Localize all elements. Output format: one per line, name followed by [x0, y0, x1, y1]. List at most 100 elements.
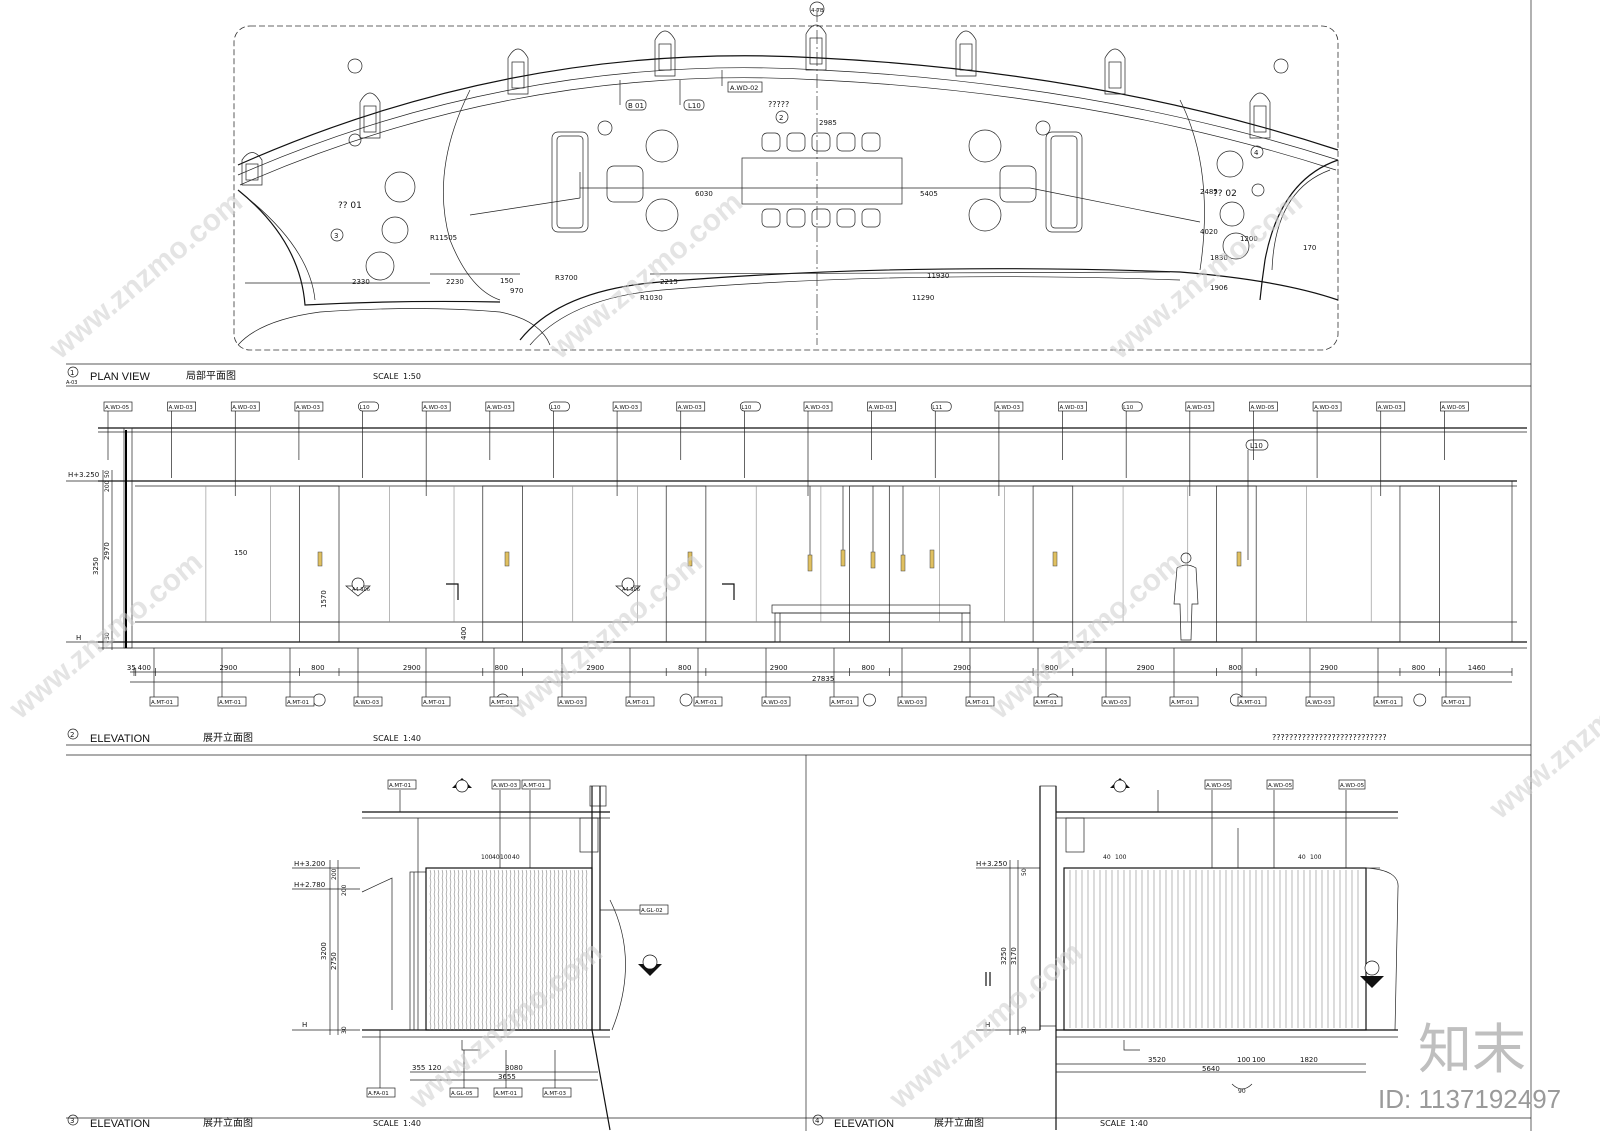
texture-line [465, 869, 468, 1031]
svg-text:A.MT-01: A.MT-01 [967, 700, 989, 706]
svg-text:2: 2 [779, 114, 783, 122]
plan-dim: 2230 [446, 278, 464, 286]
room-label-1: ?? 01 [338, 201, 362, 211]
svg-text:ELEVATION: ELEVATION [90, 733, 150, 745]
material-tag: A.WD-03 [1376, 401, 1406, 496]
svg-text:A.WD-05: A.WD-05 [1250, 405, 1275, 411]
texture-line [533, 869, 536, 1031]
sofa-right [1045, 131, 1083, 233]
elev3-tag: A.MT-01 [387, 779, 417, 790]
svg-text:L10: L10 [360, 405, 371, 411]
material-tag: A.MT-01 [965, 648, 995, 707]
room-label-2: ?? 02 [1213, 189, 1237, 199]
section-marker: 4 [1250, 145, 1264, 159]
elev4-dim: 5640 [1202, 1065, 1220, 1073]
dining-table [741, 157, 903, 205]
elev3-dim: 100 [500, 854, 512, 861]
svg-text:L10: L10 [1123, 405, 1134, 411]
elev4-dim: 3520 [1148, 1056, 1166, 1064]
svg-text:H: H [302, 1021, 307, 1029]
texture-line [441, 869, 444, 1031]
total-dim: 27835 [812, 675, 834, 683]
elev3-dim: 120 [428, 1064, 441, 1072]
plan-dim: 1830 [1210, 254, 1228, 262]
svg-text:A.WD-05: A.WD-05 [1340, 783, 1365, 789]
watermark-layer: www.znzmo.com www.znzmo.com www.znzmo.co… [3, 185, 1600, 1116]
svg-text:4: 4 [815, 1117, 820, 1125]
texture-line [537, 869, 540, 1031]
title-plan-cn: 局部平面图 [186, 369, 236, 382]
material-tag: A.WD-05 [103, 401, 133, 460]
svg-text:A.WD-03: A.WD-03 [1378, 405, 1403, 411]
material-tag: A.WD-03 [557, 648, 587, 707]
title-elevation-2: 2 ELEVATION 展开立面图 SCALE 1:40 ???????????… [67, 728, 1387, 745]
bay-dim: 2900 [953, 664, 971, 672]
grid-bubble [1273, 58, 1289, 74]
elev4-tag: A.WD-05 [1204, 779, 1232, 790]
plan-dim: 170 [1303, 244, 1316, 252]
svg-text:2750: 2750 [330, 952, 338, 970]
plan-question-marks: ????? [768, 100, 789, 109]
sofa-left [551, 131, 589, 233]
plan-dim: 11290 [912, 294, 934, 302]
elev3-tag: A.MT-01 [493, 1087, 523, 1098]
material-tag: A.WD-05 [1440, 401, 1469, 460]
texture-line [501, 869, 504, 1031]
elev3-tag: A.GL-05 [449, 1087, 479, 1098]
material-tag: A.WD-03 [1312, 401, 1342, 478]
texture-line [445, 869, 448, 1031]
svg-text:A.WD-03: A.WD-03 [1103, 700, 1128, 706]
svg-text:A.WD-03: A.WD-03 [559, 700, 584, 706]
texture-line [517, 869, 520, 1031]
plan-dim: 2330 [352, 278, 370, 286]
svg-text:A.WD-03: A.WD-03 [678, 405, 703, 411]
bay-dim: 800 [495, 664, 508, 672]
svg-text:H+3.250: H+3.250 [976, 860, 1007, 868]
material-tag: A.MT-01 [149, 648, 179, 707]
material-tag: A.WD-03 [421, 401, 451, 496]
svg-text:A.WD-03: A.WD-03 [296, 405, 321, 411]
svg-text:3: 3 [334, 232, 338, 240]
plan-dim: 2985 [819, 119, 837, 127]
material-tag: A.MT-01 [1237, 648, 1267, 707]
armchair [606, 165, 644, 203]
svg-text:A.WD-03: A.WD-03 [1307, 700, 1332, 706]
svg-text:展开立面图: 展开立面图 [934, 1116, 984, 1129]
facade-columns [241, 24, 1271, 186]
svg-text:A.MT-01: A.MT-01 [423, 700, 445, 706]
svg-text:2: 2 [70, 731, 74, 739]
texture-line [485, 869, 488, 1031]
bay-dim: 35 [127, 664, 136, 672]
armchair [999, 165, 1037, 203]
grid-bubble [863, 693, 876, 707]
bay-dim: 800 [1045, 664, 1058, 672]
bay-dim: 800 [678, 664, 691, 672]
svg-text:B 01: B 01 [628, 102, 644, 110]
elev3-tag: A.FA-01 [366, 1087, 396, 1098]
texture-line [477, 869, 480, 1031]
plan-dim: R3700 [555, 274, 578, 282]
plan-dim: 5405 [920, 190, 938, 198]
svg-text:H+2.780: H+2.780 [294, 881, 325, 889]
column [298, 485, 340, 623]
texture-line [581, 869, 584, 1031]
texture-line [549, 869, 552, 1031]
svg-text:A.GL-05: A.GL-05 [451, 1091, 473, 1097]
svg-text:A.WD-02: A.WD-02 [730, 84, 758, 92]
svg-text:展开立面图: 展开立面图 [203, 1116, 253, 1129]
elevation-note: ??????????????????????????? [1272, 733, 1387, 742]
svg-text:A.WD-03: A.WD-03 [805, 405, 830, 411]
svg-text:SCALE: SCALE [1100, 1119, 1126, 1128]
material-tag: A.MT-01 [1169, 648, 1199, 707]
elev4-dim: 1820 [1300, 1056, 1318, 1064]
material-tag: A.WD-03 [994, 401, 1024, 496]
svg-text:A.MT-01: A.MT-01 [831, 700, 853, 706]
grid-bubble [1413, 693, 1427, 707]
texture-line [573, 869, 576, 1031]
elev4-dim: 100 [1115, 854, 1127, 861]
elev3-levels: H+3.200 H+2.780 H 3200 2750 200 200 30 [292, 860, 360, 1035]
watermark-text: www.znzmo.com [43, 185, 249, 366]
svg-text:A.WD-03: A.WD-03 [899, 700, 924, 706]
material-tag: L10 [1121, 401, 1143, 478]
svg-text:SCALE: SCALE [373, 372, 399, 381]
